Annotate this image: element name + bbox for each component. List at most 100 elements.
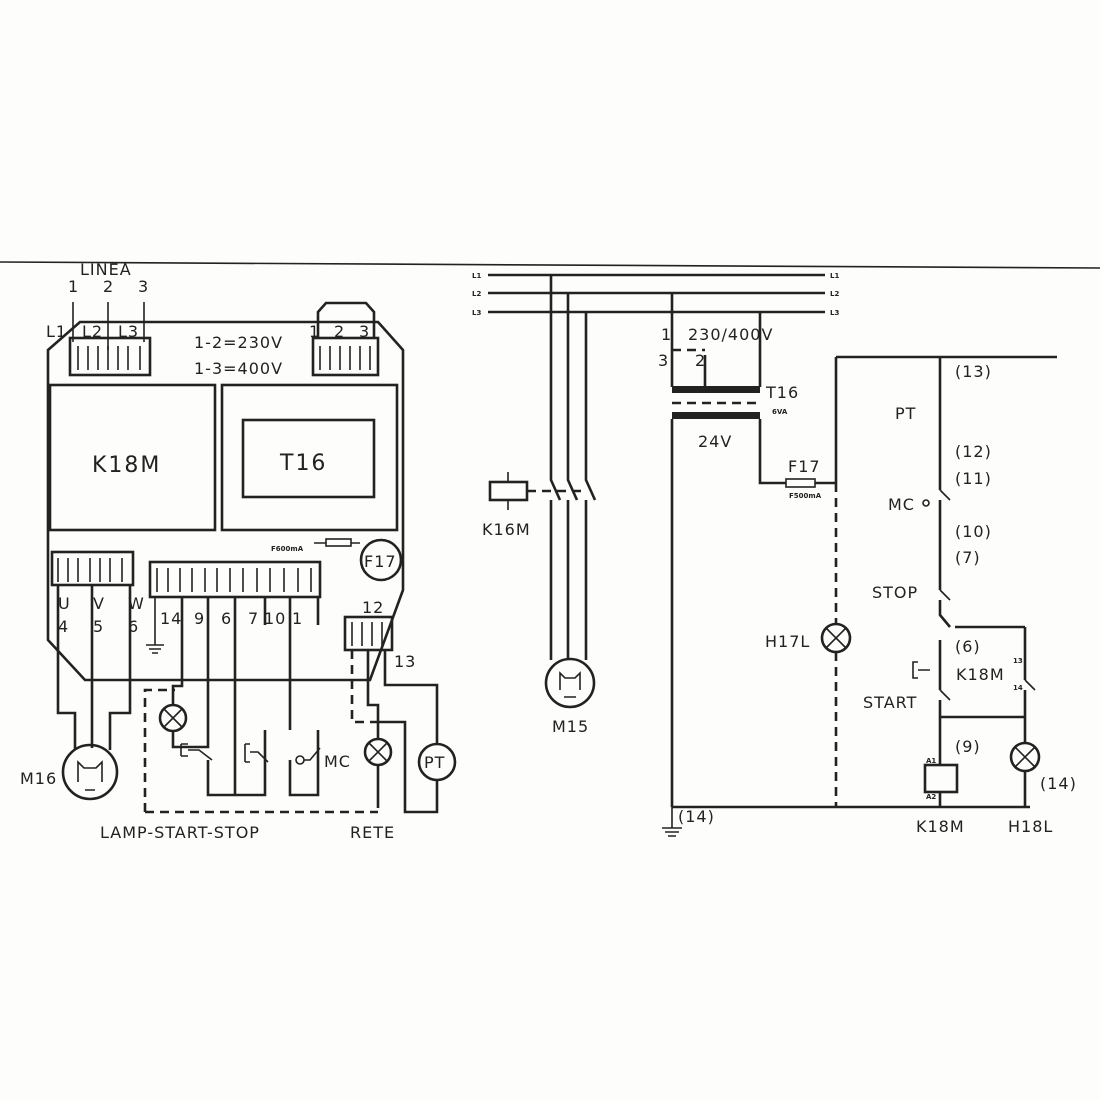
aux-pin-14: 14	[1013, 684, 1023, 692]
fuse-f17-icon	[785, 478, 816, 488]
transformer-box	[220, 383, 399, 532]
rete-terminal-13: 13	[394, 652, 416, 671]
phase-l2-right: L2	[830, 290, 839, 298]
phase-l3-left: L3	[472, 309, 481, 317]
terminal-l2: L2	[82, 322, 103, 341]
wiring-board: LINEA 1 2 3 L1 L2 L3 1-2=230V 1-3=400V 1…	[20, 260, 457, 842]
linea-1: 1	[68, 277, 79, 296]
group-label-rete: RETE	[350, 823, 395, 842]
ground-icon	[662, 807, 682, 837]
motor-terminal-block	[50, 550, 135, 587]
control-terminal-6: 6	[221, 609, 232, 628]
start-switch-icon	[180, 743, 213, 761]
coil-pin-a1: A1	[926, 757, 936, 765]
lamp-h18l-label: H18L	[1008, 817, 1053, 836]
motor-m15-label: M15	[552, 717, 589, 736]
phase-l2-left: L2	[472, 290, 481, 298]
terminal-4: 4	[58, 617, 69, 636]
rete-terminal-12: 12	[362, 598, 384, 617]
terminal-v: V	[93, 594, 105, 613]
motor-label: M16	[20, 769, 57, 788]
aux-pin-13: 13	[1013, 657, 1023, 665]
linea-label: LINEA	[80, 260, 132, 279]
control-terminal-1: 1	[292, 609, 303, 628]
fuse-label: F17	[364, 552, 397, 571]
fuse-label: F17	[788, 457, 821, 476]
node-10: (10)	[955, 522, 992, 541]
lamp-h17l-icon	[820, 622, 852, 654]
mc-switch-icon	[295, 755, 305, 765]
phase-l1-left: L1	[472, 272, 481, 280]
fuse-rating: F600mA	[271, 545, 304, 553]
terminal-6: 6	[128, 617, 139, 636]
mc-label: MC	[888, 495, 915, 514]
ground-icon	[146, 597, 164, 654]
tap-3: 3	[658, 351, 669, 370]
control-terminal-9: 9	[194, 609, 205, 628]
board-outline	[46, 320, 405, 682]
terminal-w: W	[128, 594, 145, 613]
linea-2: 2	[103, 277, 114, 296]
node-11: (11)	[955, 469, 992, 488]
transformer-secondary-winding	[672, 412, 760, 419]
secondary-voltage: 24V	[698, 432, 732, 451]
terminal-u: U	[58, 594, 71, 613]
node-12: (12)	[955, 442, 992, 461]
terminal-5: 5	[93, 617, 104, 636]
contactor-coil-k16m	[488, 480, 529, 502]
schematic: L1 L2 L3 L1 L2 L3 K16M M15 1 3 2 230/400…	[472, 272, 1076, 837]
transformer-primary-winding	[672, 386, 760, 393]
stop-switch-icon	[244, 743, 269, 763]
linea-3: 3	[138, 277, 149, 296]
node-9: (9)	[955, 737, 981, 756]
terminal-l3: L3	[118, 322, 139, 341]
fuse-holder	[359, 538, 403, 582]
contactor-box	[48, 383, 217, 532]
pt-label: PT	[424, 753, 445, 772]
transformer-power: 6VA	[772, 408, 788, 416]
start-button-icon	[912, 661, 930, 679]
coil-k18m	[923, 763, 959, 794]
mc-contact-icon	[922, 499, 930, 507]
tx-terminal-2: 2	[334, 322, 345, 341]
group-label-lamp: LAMP-START-STOP	[100, 823, 260, 842]
fuse-rating: F500mA	[789, 492, 822, 500]
pressure-switch-pt	[417, 742, 457, 782]
transformer-label: T16	[279, 451, 327, 476]
mc-label: MC	[324, 752, 351, 771]
lamp-h18l-icon	[1009, 741, 1041, 773]
voltage-note-230: 1-2=230V	[194, 333, 283, 352]
ground-node: (14)	[678, 807, 715, 826]
phase-lines	[488, 273, 825, 314]
motor-m16	[61, 743, 119, 801]
aux-contact-label: K18M	[956, 665, 1005, 684]
motor-symbol-icon	[559, 671, 581, 698]
contactor-coil-label: K16M	[482, 520, 531, 539]
phase-l3-right: L3	[830, 309, 839, 317]
input-terminal-block	[68, 336, 152, 377]
phase-l1-right: L1	[830, 272, 839, 280]
tap-2: 2	[695, 351, 706, 370]
control-terminal-10: 10	[264, 609, 286, 628]
terminal-l1: L1	[46, 322, 67, 341]
start-label: START	[863, 693, 917, 712]
voltage-note-400: 1-3=400V	[194, 359, 283, 378]
tx-terminal-1: 1	[309, 322, 320, 341]
lamp-start-stop-group	[143, 688, 378, 814]
transformer-core	[241, 418, 376, 499]
stop-label: STOP	[872, 583, 918, 602]
control-terminal-14: 14	[160, 609, 182, 628]
motor-symbol-icon	[77, 760, 103, 791]
control-terminal-7: 7	[248, 609, 259, 628]
tap-1: 1	[661, 325, 672, 344]
coil-label: K18M	[916, 817, 965, 836]
pt-label: PT	[895, 404, 916, 423]
transformer-label: T16	[765, 383, 799, 402]
node-13: (13)	[955, 362, 992, 381]
node-6: (6)	[955, 637, 981, 656]
tx-terminal-3: 3	[359, 322, 370, 341]
control-terminal-block	[148, 560, 322, 599]
node-7: (7)	[955, 548, 981, 567]
contactor-label: K18M	[92, 453, 161, 478]
